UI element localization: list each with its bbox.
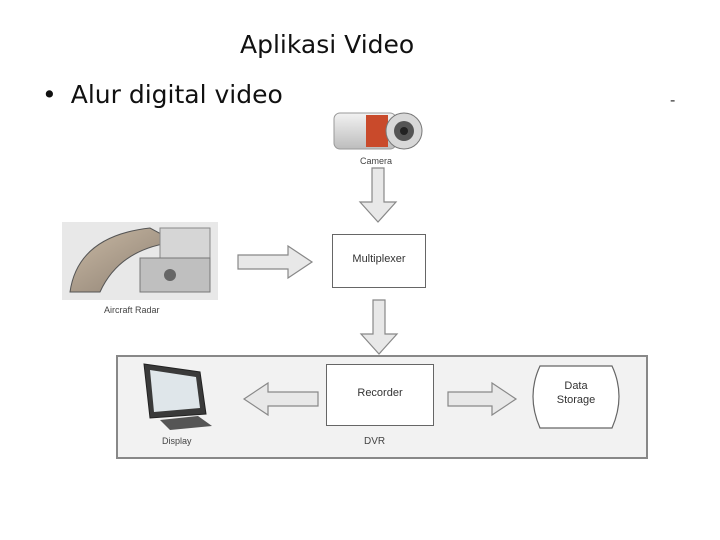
arrow-down-1 xyxy=(358,167,398,223)
storage-label-line2: Storage xyxy=(556,394,596,406)
radar-label: Aircraft Radar xyxy=(104,305,160,315)
arrow-left-1 xyxy=(242,381,319,417)
bullet-marker: • xyxy=(42,80,57,108)
dvr-label: DVR xyxy=(364,436,386,447)
storage-label-line1: Data xyxy=(564,380,588,392)
slide-title: Aplikasi Video xyxy=(240,30,415,59)
multiplexer-box xyxy=(332,234,426,288)
data-storage-shape xyxy=(532,365,620,429)
display-icon xyxy=(143,363,212,430)
display-label: Display xyxy=(162,436,192,446)
recorder-label: Recorder xyxy=(357,387,403,399)
dash-mark: - xyxy=(670,92,676,109)
recorder-box xyxy=(326,364,434,426)
arrow-down-2 xyxy=(359,299,399,355)
multiplexer-label: Multiplexer xyxy=(352,253,406,265)
bullet-item: • Alur digital video xyxy=(42,80,283,108)
radar-icon xyxy=(62,222,218,300)
camera-label: Camera xyxy=(360,156,393,166)
arrow-right-1 xyxy=(237,244,314,280)
camera-icon xyxy=(333,112,423,150)
bullet-text: Alur digital video xyxy=(70,80,283,108)
arrow-right-2 xyxy=(447,381,518,417)
